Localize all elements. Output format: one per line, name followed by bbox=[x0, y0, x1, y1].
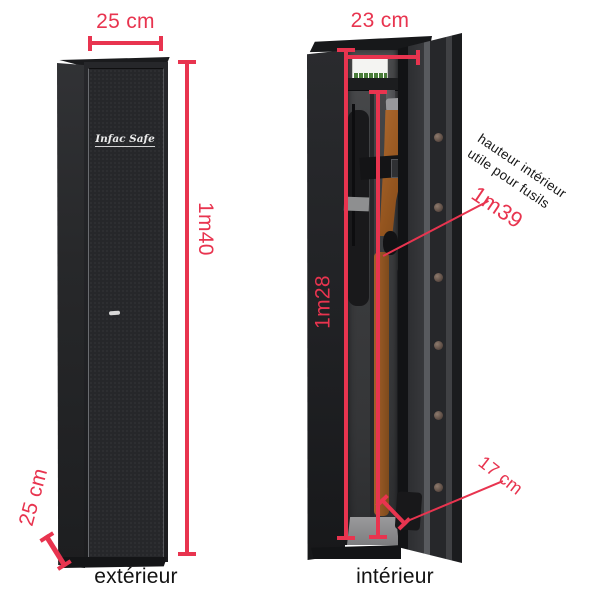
exterior-safe-door bbox=[88, 68, 164, 557]
exterior-width-label: 25 cm bbox=[96, 10, 155, 33]
interior-width-label: 23 cm bbox=[350, 9, 410, 32]
exterior-caption: extérieur bbox=[94, 565, 178, 588]
open-door bbox=[398, 33, 462, 563]
locking-bolt-icon bbox=[434, 483, 443, 492]
rifle-barrel-left bbox=[352, 104, 355, 246]
interior-safe-base bbox=[311, 545, 401, 559]
locking-bolt-icon bbox=[434, 203, 443, 212]
brand-logo: Infac Safe bbox=[95, 133, 155, 147]
locking-bolt-icon bbox=[434, 273, 443, 282]
door-edge-strip bbox=[446, 33, 452, 563]
interior-width-dimension-line bbox=[344, 49, 420, 65]
interior-floor-mat bbox=[347, 517, 399, 545]
locking-bolt-icon bbox=[434, 411, 443, 420]
exterior-height-dimension-line bbox=[178, 60, 196, 556]
exterior-safe-top-face bbox=[59, 57, 170, 67]
interior-inner-height-label: 1m28 bbox=[311, 275, 335, 329]
door-outer-edge bbox=[452, 33, 462, 563]
interior-depth-label: 17 cm bbox=[474, 452, 527, 499]
exterior-depth-label: 25 cm bbox=[14, 465, 53, 529]
door-gap bbox=[398, 33, 408, 563]
top-shelf-box bbox=[352, 57, 388, 80]
exterior-width-dimension-line bbox=[88, 35, 163, 51]
door-bolt-strip bbox=[430, 33, 446, 563]
exterior-safe-base bbox=[60, 557, 167, 568]
exterior-safe-side-panel bbox=[57, 63, 85, 568]
interior-useful-height-dimension-line bbox=[369, 90, 387, 539]
interior-safe-side-panel bbox=[307, 50, 345, 560]
locking-bolt-icon bbox=[434, 341, 443, 350]
door-inner-face bbox=[408, 33, 424, 563]
interior-inner-height-dimension-line bbox=[337, 48, 355, 540]
exterior-height-label: 1m40 bbox=[194, 202, 217, 256]
locking-bolt-icon bbox=[434, 133, 443, 142]
circuit-board bbox=[353, 73, 387, 79]
interior-caption: intérieur bbox=[356, 565, 434, 588]
rifle-barrel-center bbox=[370, 92, 374, 522]
